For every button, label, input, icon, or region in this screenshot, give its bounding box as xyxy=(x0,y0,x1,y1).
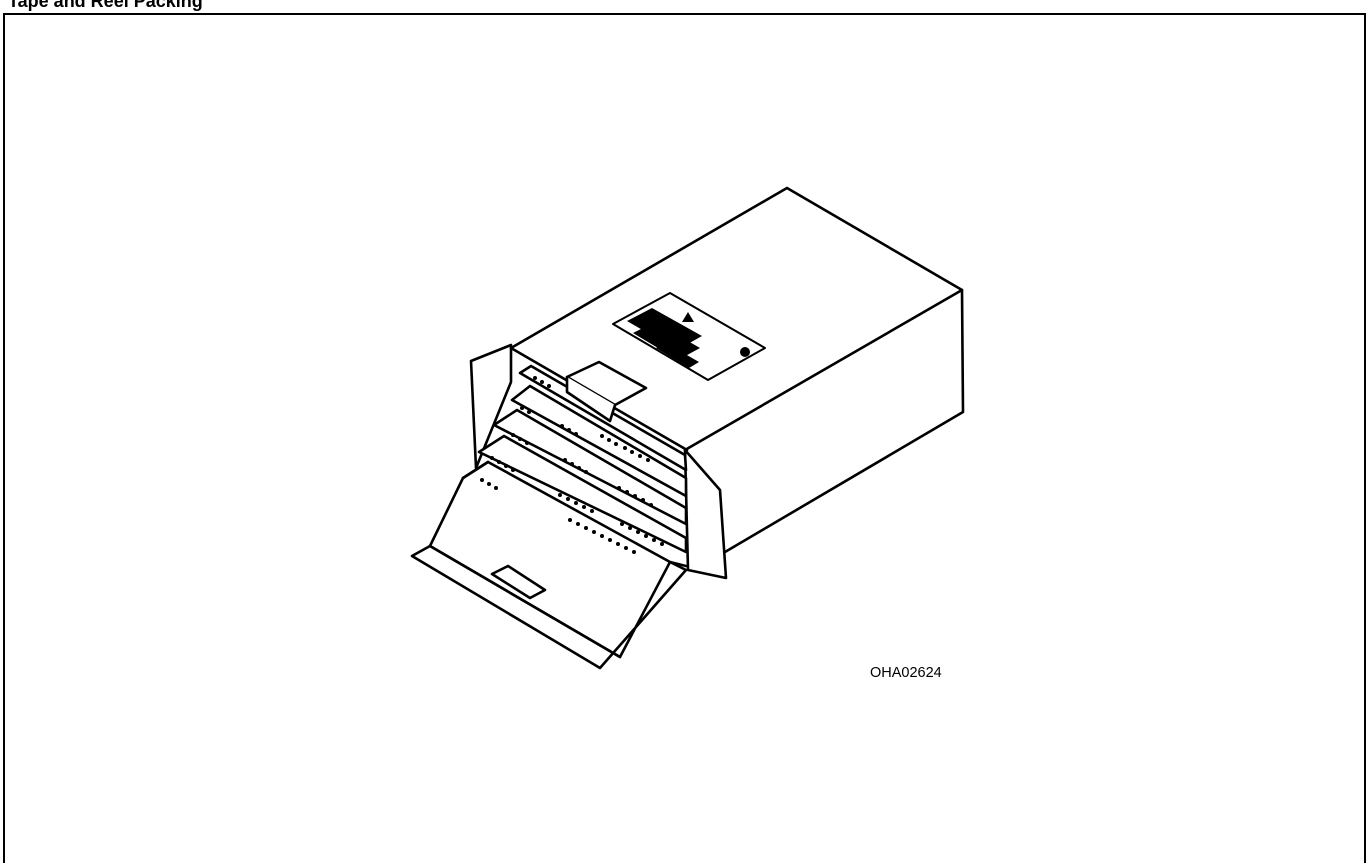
box-lid xyxy=(410,460,688,670)
box-right-flap xyxy=(683,448,728,580)
sprocket-holes xyxy=(480,376,664,554)
product-label xyxy=(612,292,766,381)
box-body xyxy=(509,186,965,554)
section-title: Tape and Reel Packing xyxy=(8,0,203,11)
figure-id: OHA02624 xyxy=(870,665,942,681)
figure-frame xyxy=(3,13,1366,863)
tape-strips xyxy=(461,364,688,568)
box-tab xyxy=(565,360,648,423)
